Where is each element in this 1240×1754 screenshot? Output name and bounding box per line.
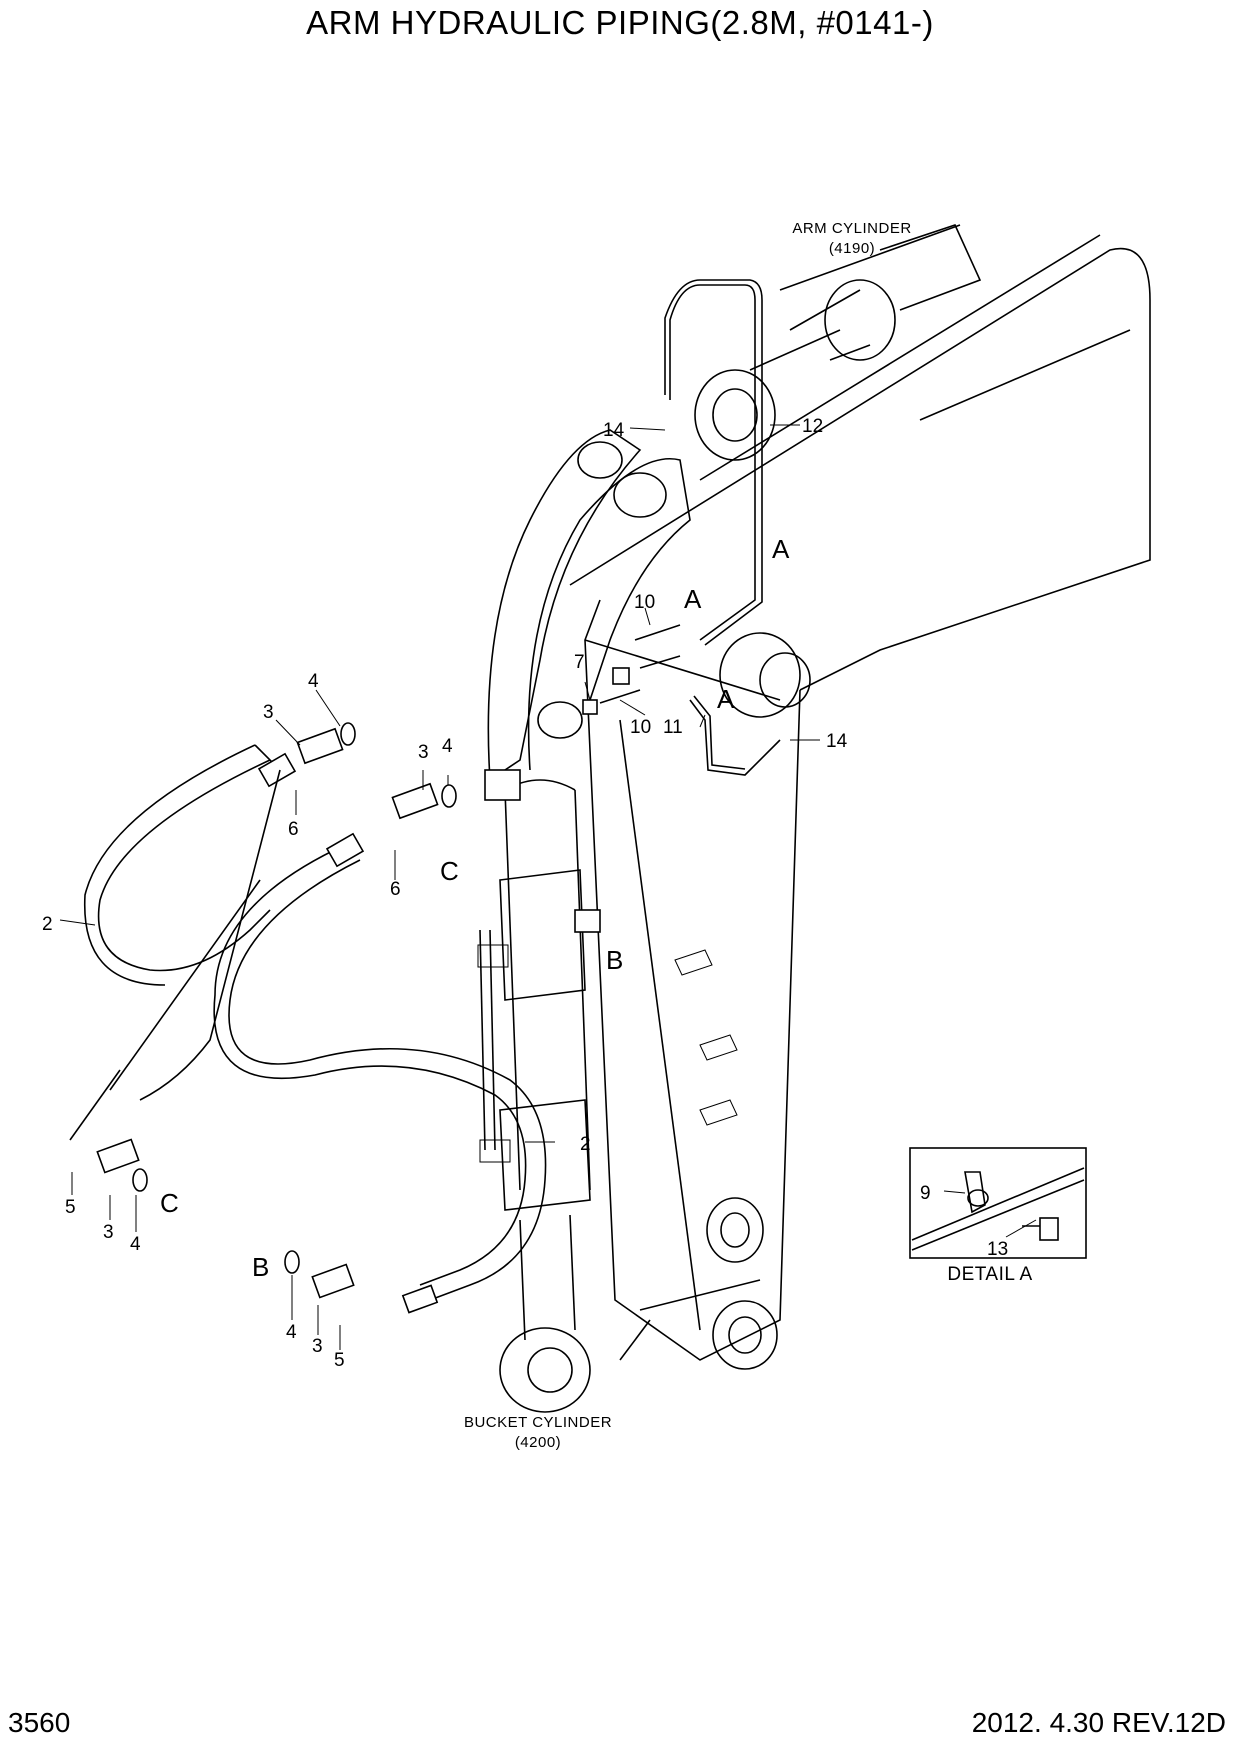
callout-3: 3 (263, 702, 274, 723)
callout-4: 4 (130, 1234, 141, 1255)
callout-10: 10 (634, 592, 655, 613)
arm-boom (569, 234, 1151, 1370)
callout-5: 5 (334, 1350, 345, 1371)
pipe-12 (664, 279, 763, 646)
ref-c: C (160, 1188, 179, 1218)
hose-2-upper (69, 744, 297, 1141)
ref-b: B (252, 1252, 269, 1282)
callout-4: 4 (308, 671, 319, 692)
callout-6: 6 (390, 879, 401, 900)
bucket-cylinder-code: (4200) (515, 1434, 561, 1451)
ref-a: A (772, 534, 790, 564)
detail-part-13: 13 (987, 1239, 1008, 1260)
callout-3: 3 (312, 1336, 323, 1357)
callout-5: 5 (65, 1197, 76, 1218)
ref-a: A (717, 684, 735, 714)
callout-6: 6 (288, 819, 299, 840)
callout-3: 3 (103, 1222, 114, 1243)
detail-a-label: DETAIL A (947, 1264, 1032, 1285)
arm-cylinder-code: (4190) (829, 240, 875, 257)
callout-4: 4 (442, 736, 453, 757)
ref-c: C (440, 856, 459, 886)
arm-cylinder-body (694, 224, 982, 461)
ref-b: B (606, 945, 623, 975)
callout-12: 12 (802, 416, 823, 437)
callout-14: 14 (603, 420, 625, 441)
o-rings (132, 722, 457, 1274)
callout-2: 2 (42, 914, 53, 935)
revision-date: 2012. 4.30 REV.12D (971, 1707, 1226, 1738)
reference-letters: A A A B B C C (160, 534, 790, 1282)
bucket-cylinder-body (477, 779, 591, 1413)
page-number: 3560 (8, 1707, 71, 1738)
bucket-cylinder-label: BUCKET CYLINDER (464, 1414, 612, 1431)
callout-11: 11 (663, 717, 683, 738)
callout-2: 2 (580, 1134, 591, 1155)
callout-14: 14 (826, 731, 848, 752)
pipe-11 (689, 695, 781, 776)
callout-4: 4 (286, 1322, 297, 1343)
drawing-title: ARM HYDRAULIC PIPING(2.8M, #0141-) (306, 4, 934, 41)
component-captions: ARM CYLINDER (4190) BUCKET CYLINDER (420… (464, 220, 911, 1451)
callout-3: 3 (418, 742, 429, 763)
part-callouts: 4 3 6 3 4 6 2 2 5 3 4 4 3 5 7 10 10 11 1… (42, 416, 848, 1371)
ref-a: A (684, 584, 702, 614)
callout-10: 10 (630, 717, 651, 738)
arm-cylinder-label: ARM CYLINDER (792, 220, 911, 237)
arm-bracket (487, 429, 811, 782)
leader-lines (59, 424, 820, 1350)
detail-part-9: 9 (920, 1183, 931, 1204)
hose-2-lower (213, 832, 547, 1314)
flange-parts (96, 624, 681, 1299)
detail-a-inset: 9 13 DETAIL A (909, 1147, 1087, 1285)
callout-7: 7 (574, 652, 585, 673)
